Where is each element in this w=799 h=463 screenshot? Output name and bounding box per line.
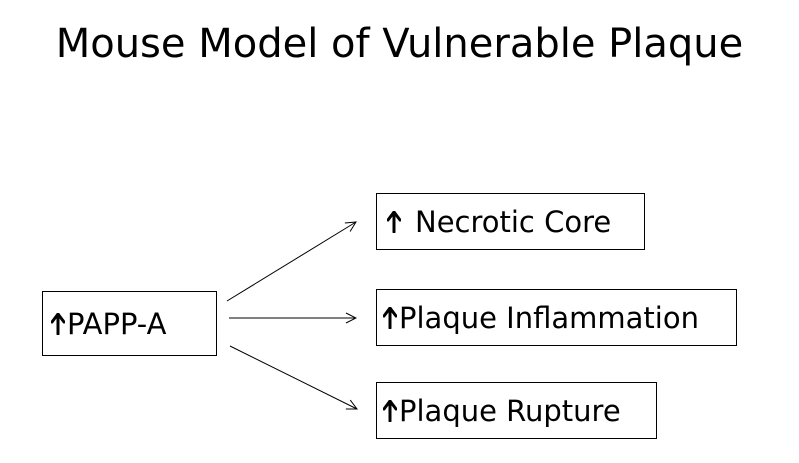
plaque-inflammation-box: Plaque Inflammation xyxy=(376,289,737,346)
necrotic-core-label: Necrotic Core xyxy=(415,204,612,239)
plaque-rupture-box: Plaque Rupture xyxy=(376,382,657,439)
necrotic-core-box: Necrotic Core xyxy=(376,193,645,250)
arrow-up-icon xyxy=(51,312,65,335)
plaque-rupture-label: Plaque Rupture xyxy=(399,393,621,428)
arrow-up-icon xyxy=(387,210,401,233)
arrow-to-plaque-rupture xyxy=(229,345,357,409)
arrow-to-necrotic-core xyxy=(226,222,356,302)
arrow-up-icon xyxy=(383,306,397,329)
papp-a-label: PAPP-A xyxy=(67,306,167,341)
diagram-title: Mouse Model of Vulnerable Plaque xyxy=(55,21,744,67)
plaque-inflammation-label: Plaque Inflammation xyxy=(399,300,699,335)
papp-a-box: PAPP-A xyxy=(42,291,217,356)
arrow-up-icon xyxy=(383,399,397,422)
